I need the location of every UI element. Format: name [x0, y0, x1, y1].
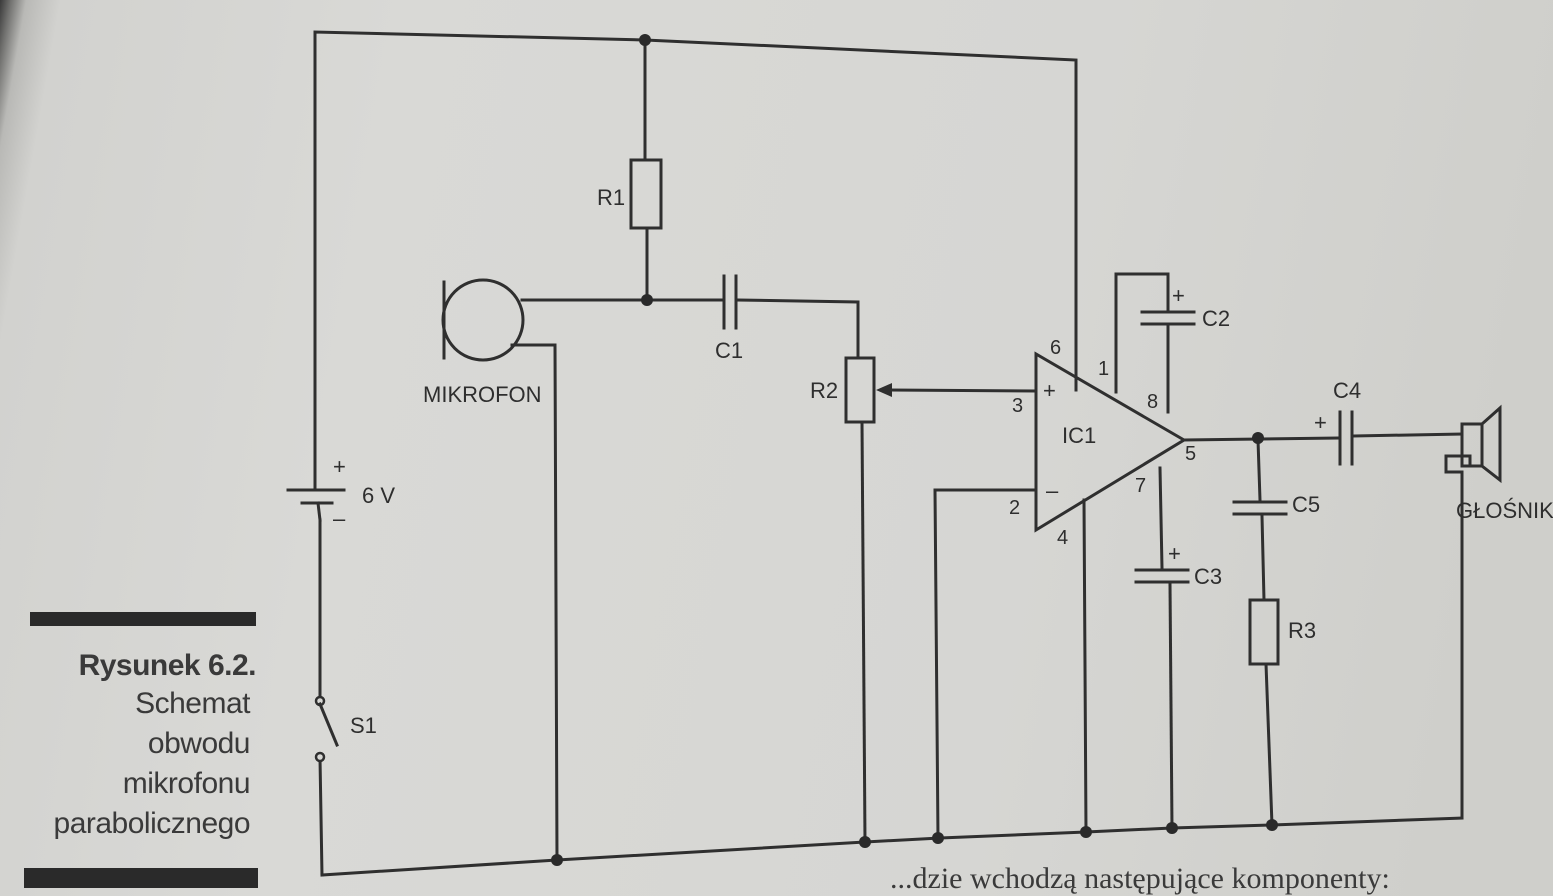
battery-symbol — [286, 438, 346, 522]
r2-label: R2 — [810, 378, 838, 403]
c2-label: C2 — [1202, 306, 1230, 331]
r3-resistor — [1248, 598, 1280, 666]
caption-line-1: Schemat — [135, 687, 250, 720]
microphone-label: MIKROFON — [423, 382, 542, 407]
pin4-ground-wire — [1082, 498, 1088, 834]
c1-capacitor — [645, 274, 860, 360]
r2-bottom-wire — [860, 420, 867, 844]
pin-7-label: 7 — [1135, 475, 1146, 497]
c2-plus-sign: + — [1172, 283, 1185, 308]
figure-label: Rysunek 6.2. — [78, 649, 257, 682]
pin-5-label: 5 — [1185, 443, 1196, 465]
battery-minus-sign: – — [333, 506, 346, 531]
body-text-fragment: ...dzie wchodzą następujące komponenty: — [890, 862, 1390, 895]
pin-1-label: 1 — [1098, 358, 1109, 380]
caption-line-3: mikrofonu — [122, 767, 251, 800]
c3-label: C3 — [1194, 564, 1222, 589]
left-rail-lower-wire — [318, 756, 324, 877]
c4-label: C4 — [1333, 378, 1361, 403]
r3-bottom-wire — [1264, 662, 1274, 827]
caption-top-bar — [30, 612, 256, 626]
c2-capacitor — [1140, 310, 1196, 414]
caption-line-2: obwodu — [147, 727, 251, 760]
top-rail-wire — [313, 30, 1078, 442]
speaker-symbol — [1444, 404, 1502, 820]
ic1-minus-input: – — [1046, 478, 1059, 503]
microphone-symbol — [441, 278, 649, 862]
switch-s1-symbol — [314, 695, 339, 763]
pin2-ground-wire — [933, 488, 1038, 840]
r1-resistor — [629, 158, 663, 230]
switch-label: S1 — [350, 713, 377, 738]
r1-label: R1 — [597, 185, 625, 210]
pin-2-label: 2 — [1009, 497, 1020, 519]
pin-6-label: 6 — [1050, 337, 1061, 359]
c3-plus-sign: + — [1168, 541, 1181, 566]
c5-label: C5 — [1292, 492, 1320, 517]
caption-line-4: parabolicznego — [53, 807, 251, 840]
battery-plus-sign: + — [333, 454, 346, 479]
c4-capacitor — [1338, 410, 1464, 466]
junction-dots — [551, 34, 1278, 866]
ground-rail-wire — [320, 816, 1464, 877]
ic1-opamp-triangle — [1034, 351, 1187, 533]
pin-3-label: 3 — [1012, 395, 1023, 417]
speaker-label: GŁOŚNIK — [1456, 498, 1553, 523]
pin1-c2-wire — [1114, 272, 1170, 394]
pin-4-label: 4 — [1057, 527, 1068, 549]
pin-8-label: 8 — [1147, 391, 1158, 413]
c5-capacitor — [1232, 438, 1288, 602]
r3-label: R3 — [1288, 618, 1316, 643]
battery-label: 6 V — [362, 483, 395, 508]
caption-bottom-bar — [24, 868, 258, 888]
c1-label: C1 — [715, 338, 743, 363]
ic1-plus-input: + — [1043, 378, 1056, 403]
r2-wiper-arrow — [876, 383, 1038, 397]
ic1-label: IC1 — [1062, 423, 1096, 448]
c4-plus-sign: + — [1314, 410, 1327, 435]
figure-caption: Rysunek 6.2. Schemat obwodu mikrofonu pa… — [30, 612, 257, 844]
r2-resistor — [844, 356, 876, 424]
c3-capacitor — [1134, 466, 1190, 830]
